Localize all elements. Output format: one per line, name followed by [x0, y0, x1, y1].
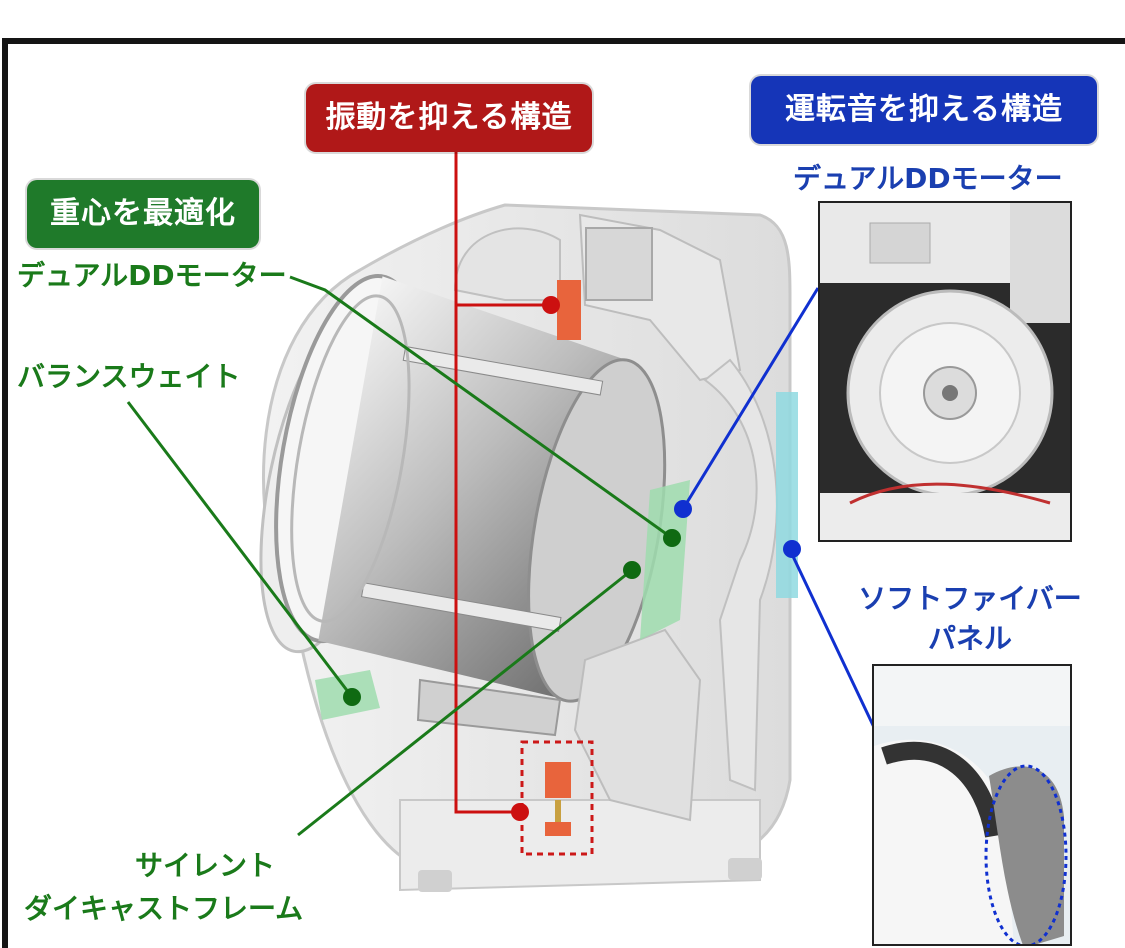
soft-fiber-panel-photo — [872, 664, 1072, 946]
upper-damper — [557, 280, 581, 340]
drum — [274, 274, 667, 703]
panel-highlight-ellipse — [984, 764, 1068, 944]
vibration-dot-upper — [542, 296, 560, 314]
filter-window — [585, 227, 653, 301]
soft-fiber-panel-zone — [776, 392, 798, 598]
label-dual-dd-motor-left: デュアルDDモーター — [17, 259, 287, 292]
suspension-top — [545, 762, 571, 798]
drain-hose — [703, 358, 778, 792]
label-silent-frame-line1: サイレント — [134, 849, 275, 882]
balance-pointer — [126, 401, 354, 698]
center-of-gravity-badge: 重心を最適化 — [27, 180, 259, 248]
frame-dot — [623, 561, 641, 579]
motor-left-dot — [663, 529, 681, 547]
top-pipe — [453, 227, 561, 301]
vibration-structure-badge: 振動を抑える構造 — [306, 84, 592, 152]
foot-left — [418, 870, 452, 892]
suspension-bottom — [545, 822, 571, 836]
motor-left-pointer — [289, 275, 673, 540]
balance-dot — [343, 688, 361, 706]
washer-base — [399, 799, 761, 892]
panel-pointer — [788, 549, 882, 741]
bottom-grille — [416, 678, 562, 737]
motor-right-pointer — [681, 287, 820, 510]
motor-right-dot — [674, 500, 692, 518]
suspension-box — [520, 740, 594, 856]
panel-dot — [783, 540, 801, 558]
dual-dd-motor-photo — [818, 201, 1072, 542]
label-dual-dd-motor-right: デュアルDDモーター — [793, 162, 1063, 195]
label-silent-frame-line2: ダイキャストフレーム — [24, 892, 304, 925]
label-balance-weight: バランスウェイト — [17, 360, 241, 393]
noise-structure-badge: 運転音を抑える構造 — [751, 76, 1097, 144]
dd-motor-zone — [640, 480, 690, 640]
vibration-dot-lower — [511, 803, 529, 821]
pump-housing — [573, 628, 702, 822]
foot-right — [728, 858, 762, 880]
frame-pointer — [297, 568, 633, 837]
label-soft-fiber-panel-line2: パネル — [927, 622, 1012, 655]
vibration-pointer-line — [454, 152, 518, 814]
label-soft-fiber-panel-line1: ソフトファイバー — [858, 582, 1082, 615]
